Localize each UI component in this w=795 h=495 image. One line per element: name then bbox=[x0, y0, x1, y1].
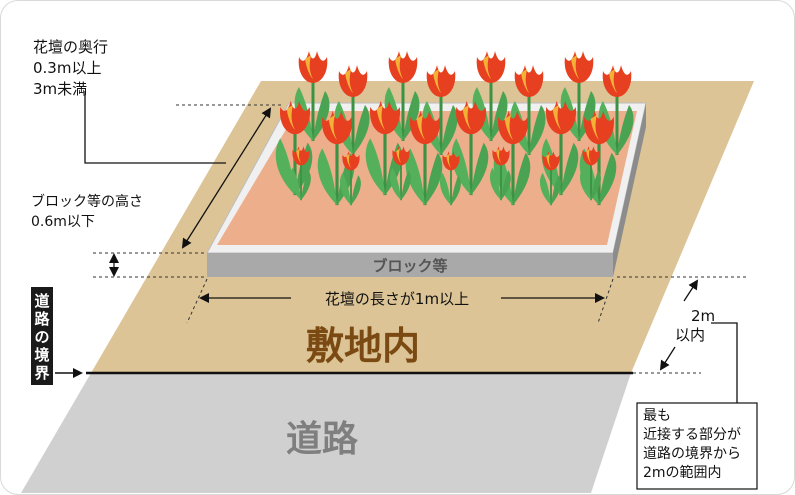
block-front bbox=[207, 253, 613, 277]
tulip bbox=[365, 100, 403, 196]
road-boundary-char: の bbox=[34, 328, 49, 346]
road-boundary-char: 路 bbox=[34, 310, 50, 328]
block-side bbox=[613, 103, 646, 277]
road-boundary-char: 境 bbox=[34, 346, 49, 364]
length-left-guide bbox=[186, 278, 208, 324]
road-boundary-vertical-label: 道路の境界 bbox=[34, 292, 50, 382]
two-m-arrow-top bbox=[683, 279, 699, 302]
tulip bbox=[451, 100, 489, 196]
length-right-guide bbox=[597, 278, 614, 324]
tulip bbox=[579, 146, 601, 201]
road-boundary-char: 道 bbox=[34, 292, 49, 310]
tulip bbox=[339, 151, 361, 206]
tulip bbox=[489, 146, 511, 201]
tulip bbox=[598, 65, 634, 155]
block-height-label-2: 0.6m以下 bbox=[31, 214, 95, 230]
note-box bbox=[636, 402, 758, 490]
note-line-2: 近接する部分が bbox=[643, 426, 741, 443]
depth-label-2: 0.3m以上 bbox=[33, 59, 101, 77]
tulip bbox=[389, 146, 411, 201]
block-label: ブロック等 bbox=[372, 257, 447, 275]
distance-label-2: 以内 bbox=[675, 326, 705, 344]
note-line-4: 2mの範囲内 bbox=[643, 464, 722, 481]
note-line-1: 最も bbox=[643, 408, 671, 424]
road-area bbox=[21, 373, 631, 493]
tulip bbox=[289, 146, 311, 201]
road-boundary-char: 界 bbox=[34, 364, 49, 382]
tulip bbox=[439, 151, 461, 206]
depth-label-1: 花壇の奥行 bbox=[33, 38, 108, 56]
depth-arrow bbox=[181, 107, 272, 249]
tulip bbox=[539, 151, 561, 206]
depth-label-3: 3m未満 bbox=[33, 80, 87, 98]
distance-label-1: 2m bbox=[691, 307, 715, 325]
road-label: 道路 bbox=[286, 419, 359, 460]
site-label: 敷地内 bbox=[306, 324, 420, 368]
note-line-3: 道路の境界から bbox=[643, 446, 741, 462]
block-height-label-1: ブロック等の高さ bbox=[31, 193, 143, 210]
depth-leader-line bbox=[84, 91, 226, 164]
note-leader-line bbox=[711, 322, 738, 403]
bed-length-label: 花壇の長さが1m以上 bbox=[325, 290, 469, 308]
road-boundary-tag bbox=[31, 287, 53, 385]
tulip-group bbox=[275, 51, 634, 206]
tulip bbox=[334, 65, 370, 155]
tulip bbox=[405, 110, 443, 206]
two-m-arrow-bottom bbox=[659, 346, 676, 371]
